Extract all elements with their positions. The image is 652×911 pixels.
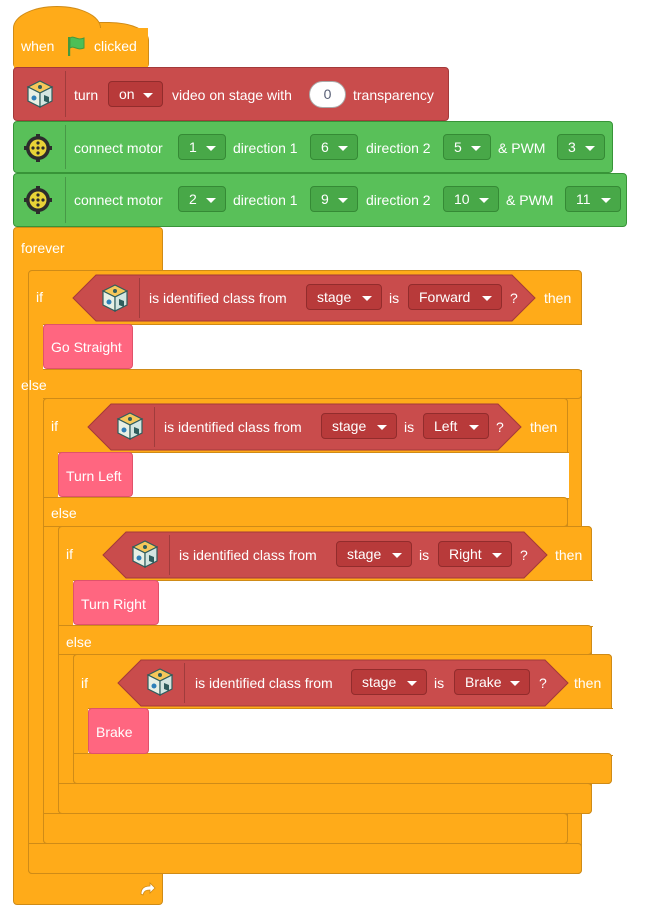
ml-cube-icon [24, 78, 56, 115]
motor1-pwm-label: & PWM [498, 140, 546, 156]
green-flag-icon [65, 35, 89, 62]
chevron-down-icon [143, 93, 153, 98]
if4-then-label: then [574, 675, 602, 691]
video-state-dropdown[interactable]: on [108, 81, 163, 107]
condition-1-text: is identified class from [149, 290, 287, 306]
motor1-dir1-dropdown[interactable]: 6 [310, 134, 358, 160]
condition-4-text: is identified class from [195, 675, 333, 691]
condition-2-source-dropdown[interactable]: stage [321, 413, 397, 439]
if3-then-label: then [555, 547, 583, 563]
chevron-down-icon [510, 681, 520, 686]
video-suffix-label: transparency [353, 87, 434, 103]
chevron-down-icon [479, 198, 489, 203]
motor-gear-icon [24, 186, 52, 219]
transparency-input[interactable]: 0 [309, 81, 346, 108]
else-bar-3 [58, 625, 592, 655]
condition-3-text: is identified class from [179, 547, 317, 563]
motor2-dir1-dropdown[interactable]: 9 [310, 186, 358, 212]
else-bar-1 [28, 369, 582, 399]
if1-if-label: if [36, 289, 43, 305]
motor1-number-dropdown[interactable]: 1 [178, 134, 226, 160]
motor-gear-icon [24, 134, 52, 167]
if3-if-label: if [66, 546, 73, 562]
if2-then-label: then [530, 419, 558, 435]
motor2-pwm-dropdown[interactable]: 11 [565, 186, 621, 212]
motor2-pwm-label: & PWM [506, 192, 554, 208]
motor1-pwm-dropdown[interactable]: 3 [557, 134, 605, 160]
hat-clicked-label: clicked [94, 38, 137, 54]
condition-3-q: ? [520, 547, 528, 563]
chevron-down-icon [206, 198, 216, 203]
condition-3-class-dropdown[interactable]: Right [438, 541, 512, 567]
chevron-down-icon [338, 146, 348, 151]
condition-4-is-label: is [434, 675, 445, 691]
ml-cube-icon [129, 538, 161, 575]
chevron-down-icon [585, 146, 595, 151]
motor2-dir1-label: direction 1 [233, 192, 298, 208]
if3-slot [73, 580, 593, 627]
connect-motor-block-1[interactable] [13, 121, 613, 173]
chevron-down-icon [377, 425, 387, 430]
motor1-dir2-label: direction 2 [366, 140, 431, 156]
condition-2-q: ? [496, 419, 504, 435]
else-2-label: else [51, 505, 77, 521]
chevron-down-icon [338, 198, 348, 203]
motor1-dir2-dropdown[interactable]: 5 [443, 134, 491, 160]
chevron-down-icon [206, 146, 216, 151]
if2-slot [58, 452, 569, 499]
action-brake[interactable] [88, 708, 149, 754]
chevron-down-icon [471, 146, 481, 151]
condition-1-source-dropdown[interactable]: stage [306, 284, 382, 310]
condition-2-is-label: is [404, 419, 415, 435]
if2-if-label: if [51, 418, 58, 434]
forever-label: forever [21, 240, 65, 256]
condition-2-hexagon[interactable] [87, 403, 522, 451]
if1-then-label: then [544, 290, 572, 306]
else-1-label: else [21, 377, 47, 393]
condition-4-source-dropdown[interactable]: stage [351, 669, 427, 695]
else-bar-2 [43, 497, 568, 527]
ml-cube-icon [114, 410, 146, 447]
chevron-down-icon [407, 681, 417, 686]
video-middle-label: video on stage with [172, 87, 292, 103]
motor1-label: connect motor [74, 140, 163, 156]
condition-1-class-dropdown[interactable]: Forward [408, 284, 502, 310]
if4-slot [88, 708, 613, 756]
chevron-down-icon [392, 553, 402, 558]
if4-if-label: if [81, 675, 88, 691]
motor2-label: connect motor [74, 192, 163, 208]
else-3-label: else [66, 634, 92, 650]
motor2-dir2-dropdown[interactable]: 10 [443, 186, 499, 212]
condition-4-class-dropdown[interactable]: Brake [454, 669, 530, 695]
chevron-down-icon [469, 425, 479, 430]
condition-1-is-label: is [389, 290, 400, 306]
chevron-down-icon [492, 553, 502, 558]
condition-3-is-label: is [419, 547, 430, 563]
video-turn-label: turn [74, 87, 99, 103]
chevron-down-icon [601, 198, 611, 203]
condition-3-hexagon[interactable] [102, 531, 548, 579]
action-go-straight[interactable] [43, 324, 133, 369]
motor2-number-dropdown[interactable]: 2 [178, 186, 226, 212]
motor1-dir1-label: direction 1 [233, 140, 298, 156]
ml-cube-icon [144, 666, 176, 703]
action-turn-left[interactable] [58, 452, 133, 497]
chevron-down-icon [362, 296, 372, 301]
loop-arrow-icon [137, 880, 157, 905]
chevron-down-icon [482, 296, 492, 301]
motor2-dir2-label: direction 2 [366, 192, 431, 208]
action-turn-right[interactable] [73, 580, 159, 625]
condition-2-text: is identified class from [164, 419, 302, 435]
turn-video-block[interactable] [13, 67, 449, 121]
condition-1-q: ? [510, 290, 518, 306]
condition-4-q: ? [539, 675, 547, 691]
condition-2-class-dropdown[interactable]: Left [423, 413, 489, 439]
ml-cube-icon [99, 282, 131, 319]
hat-when-label: when [21, 38, 55, 54]
condition-3-source-dropdown[interactable]: stage [336, 541, 412, 567]
